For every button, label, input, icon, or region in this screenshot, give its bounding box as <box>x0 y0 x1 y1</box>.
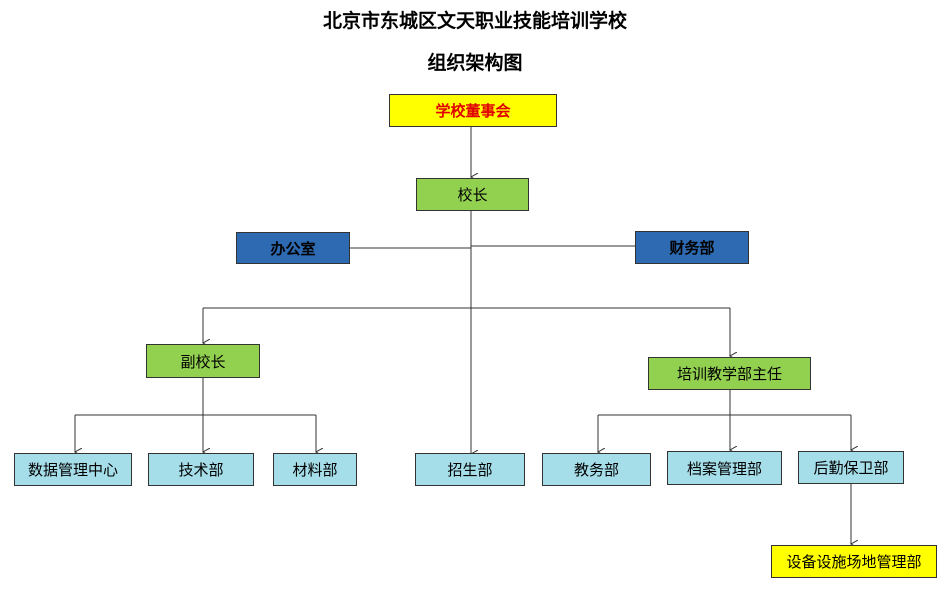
node-facilities: 设备设施场地管理部 <box>771 545 937 578</box>
node-board: 学校董事会 <box>389 94 557 127</box>
chart-title: 北京市东城区文天职业技能培训学校 <box>322 10 627 32</box>
node-principal: 校长 <box>416 178 529 211</box>
node-materials: 材料部 <box>273 453 357 486</box>
node-office: 办公室 <box>236 232 350 264</box>
node-archives: 档案管理部 <box>667 451 782 485</box>
node-finance: 财务部 <box>635 231 749 264</box>
node-logistics: 后勤保卫部 <box>798 451 904 484</box>
node-vice-principal: 副校长 <box>146 344 260 378</box>
node-data-center: 数据管理中心 <box>14 453 132 486</box>
node-academic: 教务部 <box>542 453 651 486</box>
node-admissions: 招生部 <box>415 453 525 486</box>
node-training-director: 培训教学部主任 <box>648 357 811 390</box>
chart-subtitle: 组织架构图 <box>427 52 523 74</box>
node-tech: 技术部 <box>148 453 254 486</box>
